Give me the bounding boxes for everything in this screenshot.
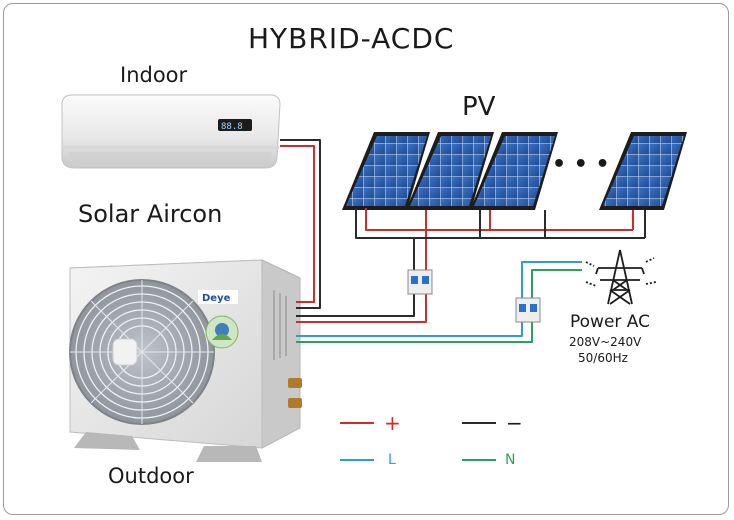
indoor-label: Indoor [120,63,188,87]
indoor-display [218,119,252,131]
outdoor-label: Outdoor [108,464,194,488]
brand-plate [198,290,238,304]
legend-positive-symbol: + [384,411,401,435]
legend [340,422,496,461]
ellipsis-label: • • • [552,152,610,177]
pv-array [342,132,687,210]
diagram-title: HYBRID-ACDC [248,22,455,55]
pv-label: PV [462,92,496,122]
brand-logo: Deye [202,293,231,304]
power-pylon-icon [585,249,657,305]
voltage-label: 208V~240V [569,335,642,349]
legend-neutral-symbol: N [505,452,516,468]
outdoor-valve-icon [288,378,302,388]
power-ac-label: Power AC [570,312,651,332]
solar-panel-icon [342,132,430,210]
page-frame [3,3,729,515]
legend-negative-symbol: − [506,411,523,435]
solar-panel-icon [470,132,558,210]
solar-panel-icon [599,132,687,210]
indoor-display-digits: 88.8 [221,122,243,132]
outdoor-unit [69,259,302,462]
solar-panel-icon [406,132,494,210]
frequency-label: 50/60Hz [578,351,628,365]
wiring [280,139,646,343]
outdoor-fan-icon [69,279,215,425]
dc-breaker-icon [407,269,433,295]
indoor-unit [61,94,281,169]
ac-breaker-icon [515,297,541,323]
product-label: Solar Aircon [78,200,223,228]
legend-live-symbol: L [388,452,396,468]
